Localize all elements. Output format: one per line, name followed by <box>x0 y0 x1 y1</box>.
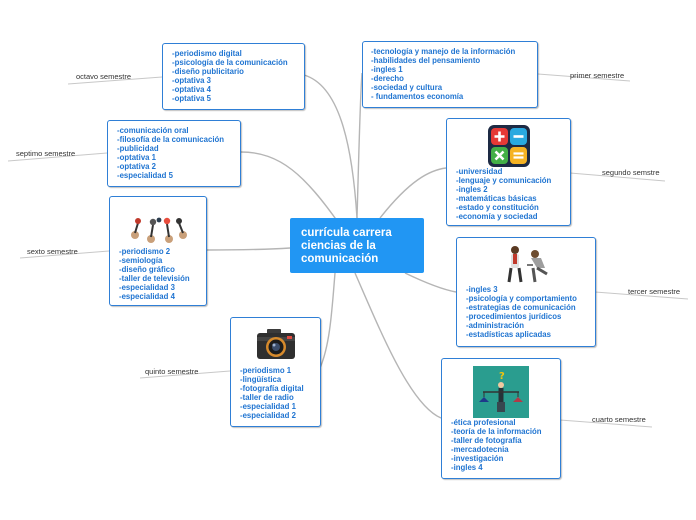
list-item: -periodismo 1 <box>240 366 292 375</box>
list-item: -diseño gráfico <box>119 264 175 274</box>
list-item: -periodismo 2 <box>119 247 171 256</box>
list-item: -periodismo digital <box>172 49 242 58</box>
label-sexto-semestre[interactable]: sexto semestre <box>27 247 78 256</box>
list-item: -matemáticas básicas <box>456 193 537 203</box>
list-item: -fotografía digital <box>240 383 304 393</box>
central-topic-line-3: comunicación <box>301 253 379 265</box>
list-item: -teoría de la información <box>451 426 542 436</box>
list-item: -optativa 2 <box>117 161 156 171</box>
label-cuarto-semestre[interactable]: cuarto semestre <box>592 415 646 424</box>
business-people-icon <box>507 246 548 283</box>
node-primer-semestre[interactable]: -tecnología y manejo de la información -… <box>362 41 538 108</box>
list-item: -estrategias de comunicación <box>466 302 576 312</box>
list-item: -taller de fotografía <box>451 435 522 445</box>
central-topic[interactable]: currícula carrera ciencias de la comunic… <box>290 218 424 273</box>
list-item: -especialidad 5 <box>117 170 173 180</box>
label-segundo-semestre[interactable]: segundo semstre <box>602 168 660 177</box>
list-item: -investigación <box>451 453 504 463</box>
microphones-icon <box>131 217 187 243</box>
list-item: -estadísticas aplicadas <box>466 329 551 339</box>
list-item: -habilidades del pensamiento <box>371 55 481 65</box>
svg-text:?: ? <box>499 371 505 382</box>
label-quinto-semestre[interactable]: quinto semestre <box>145 367 199 376</box>
node-octavo-semestre[interactable]: -periodismo digital -psicología de la co… <box>162 43 305 110</box>
central-topic-line-1: currícula carrera <box>301 227 392 239</box>
list-item: -optativa 3 <box>172 75 211 85</box>
ethics-scale-icon: ? <box>473 366 529 418</box>
label-octavo-semestre[interactable]: octavo semestre <box>76 72 132 81</box>
list-item: -optativa 5 <box>172 93 211 103</box>
node-septimo-semestre[interactable]: -comunicación oral -filosofía de la comu… <box>107 120 241 187</box>
camera-icon <box>257 329 295 359</box>
list-item: -taller de televisión <box>119 273 190 283</box>
list-item: -especialidad 3 <box>119 282 175 292</box>
list-item: -especialidad 4 <box>119 291 175 301</box>
list-item: -lingüística <box>240 374 282 384</box>
list-item: -optativa 4 <box>172 84 211 94</box>
list-item: -ingles 1 <box>371 64 403 74</box>
list-item: -especialidad 1 <box>240 401 296 411</box>
list-item: -mercadotecnia <box>451 444 509 454</box>
list-item: -ingles 3 <box>466 285 498 294</box>
list-item: -sociedad y cultura <box>371 82 443 92</box>
node-sexto-semestre[interactable]: -periodismo 2 -semiología -diseño gráfic… <box>109 196 207 306</box>
node-cuarto-semestre[interactable]: ? -ética profesional -teoría de la infor… <box>441 358 561 479</box>
node-quinto-semestre[interactable]: -periodismo 1 -lingüística -fotografía d… <box>230 317 321 427</box>
list-item: -procedimientos jurídicos <box>466 311 562 321</box>
calculator-icon <box>488 125 530 167</box>
list-item: -comunicación oral <box>117 126 189 135</box>
list-item: -ética profesional <box>451 418 516 427</box>
node-segundo-semestre[interactable]: -universidad -lenguaje y comunicación -i… <box>446 118 571 226</box>
list-item: -filosofía de la comunicación <box>117 134 225 144</box>
list-item: -estado y constitución <box>456 202 539 212</box>
list-item: -derecho <box>371 73 404 83</box>
list-item: -tecnología y manejo de la información <box>371 47 516 56</box>
list-item: -optativa 1 <box>117 152 156 162</box>
list-item: -diseño publicitario <box>172 66 244 76</box>
label-septimo-semestre[interactable]: septimo semestre <box>16 149 76 158</box>
list-item: -economía y sociedad <box>456 211 538 221</box>
label-primer-semestre[interactable]: primer semestre <box>570 71 625 80</box>
central-topic-line-2: ciencias de la <box>301 240 376 252</box>
list-item: -administración <box>466 320 525 330</box>
list-item: -psicología de la comunicación <box>172 57 288 67</box>
list-item: -ingles 4 <box>451 462 483 472</box>
list-item: -universidad <box>456 167 503 176</box>
list-item: - fundamentos economía <box>371 91 464 101</box>
list-item: -semiología <box>119 255 163 265</box>
list-item: -ingles 2 <box>456 184 488 194</box>
node-tercer-semestre[interactable]: -ingles 3 -psicología y comportamiento -… <box>456 237 596 347</box>
list-item: -lenguaje y comunicación <box>456 175 552 185</box>
list-item: -publicidad <box>117 143 159 153</box>
list-item: -psicología y comportamiento <box>466 293 577 303</box>
list-item: -especialidad 2 <box>240 410 296 420</box>
list-item: -taller de radio <box>240 392 294 402</box>
label-tercer-semestre[interactable]: tercer semestre <box>628 287 681 296</box>
